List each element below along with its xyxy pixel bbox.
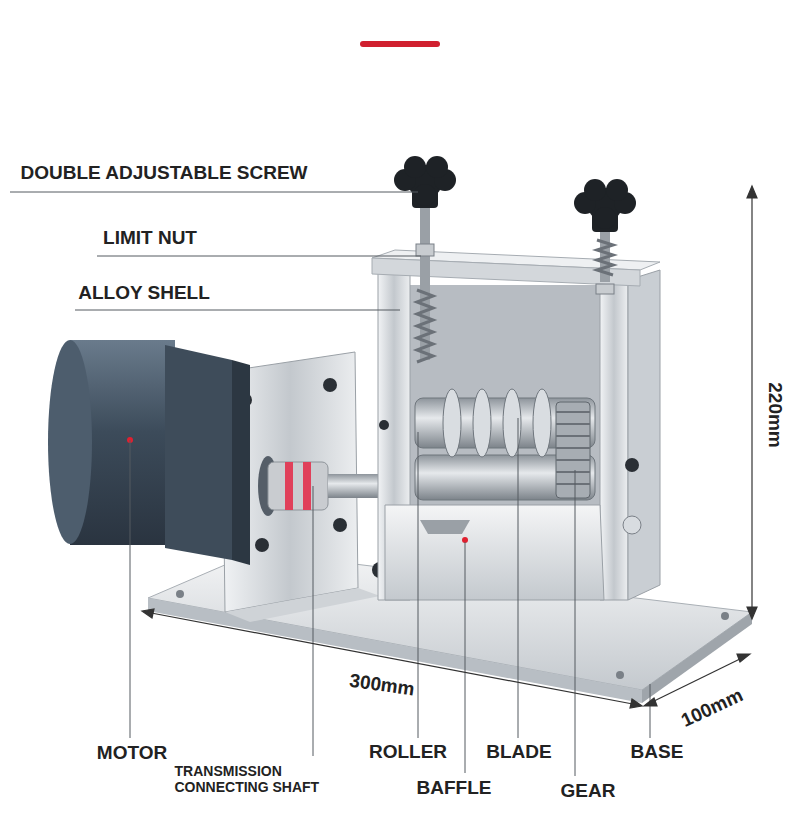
accent-bar [360,41,440,47]
dimension-label: 300mm [348,670,416,701]
part-label: DOUBLE ADJUSTABLE SCREW [20,162,307,184]
motor-body [48,340,250,565]
dimension-lines [142,186,757,708]
transmission-shaft [258,456,390,516]
dimension-label: 100mm [678,684,747,731]
leader-lines [10,192,650,776]
part-label: MOTOR [97,742,167,764]
knob [574,179,636,232]
alloy-shell [372,250,660,600]
dimension-label: 220mm [764,382,786,448]
part-label: ALLOY SHELL [78,282,210,304]
roller [415,389,595,500]
part-label: BLADE [486,741,551,763]
knob [394,156,456,208]
part-label: BASE [631,741,684,763]
part-label: BAFFLE [417,777,492,799]
part-label: TRANSMISSION CONNECTING SHAFT [175,763,350,795]
gear [556,402,590,498]
adjust-screws [416,200,614,362]
part-label: LIMIT NUT [103,227,197,249]
part-label: GEAR [561,780,616,802]
part-label: ROLLER [369,741,447,763]
